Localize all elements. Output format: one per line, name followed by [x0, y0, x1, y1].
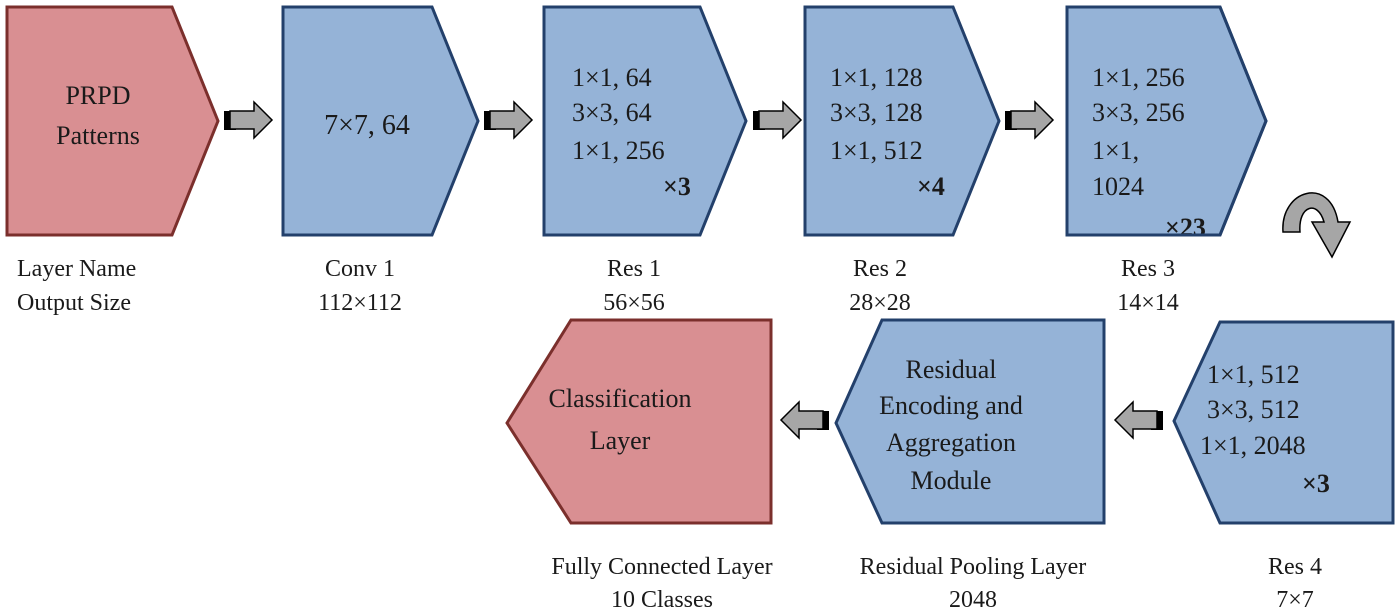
- res3-block-line1: 1×1, 256: [1092, 63, 1185, 92]
- fc-size: 10 Classes: [611, 587, 713, 613]
- res2-block: 1×1, 128 3×3, 128 1×1, 512 ×4: [803, 5, 1001, 237]
- res2-caption: Res 2 28×28: [849, 256, 911, 316]
- res2-block-line2: 3×3, 128: [830, 98, 923, 127]
- res1-block-line1: 1×1, 64: [572, 63, 652, 92]
- res3-caption: Res 3 14×14: [1117, 256, 1179, 316]
- res4-block-line2: 3×3, 512: [1207, 395, 1300, 424]
- conv1-caption: Conv 1 112×112: [318, 256, 402, 316]
- fc-caption: Fully Connected Layer 10 Classes: [551, 554, 772, 613]
- arrow-left-icon: [1113, 400, 1163, 440]
- classification-block-line1: Classification: [549, 384, 692, 413]
- classification-block-line2: Layer: [590, 426, 651, 455]
- conv1-size: 112×112: [318, 290, 402, 316]
- legend-layer-name: Layer Name: [17, 256, 136, 282]
- reem-block-line2: Encoding and: [879, 391, 1023, 420]
- input-block-line2: Patterns: [56, 121, 140, 150]
- pool-caption: Residual Pooling Layer 2048: [860, 554, 1087, 613]
- input-block: PRPD Patterns: [5, 5, 220, 237]
- res4-block-line3: 1×1, 2048: [1200, 431, 1306, 460]
- res3-block: 1×1, 256 3×3, 256 1×1, 1024 ×23: [1065, 5, 1268, 242]
- conv1-block: 7×7, 64: [281, 5, 480, 237]
- legend-output-size: Output Size: [17, 290, 131, 316]
- res1-name: Res 1: [607, 256, 661, 282]
- res3-size: 14×14: [1117, 290, 1179, 316]
- reem-block: Residual Encoding and Aggregation Module: [834, 318, 1106, 525]
- res3-block-repeat: ×23: [1165, 213, 1206, 242]
- res4-block: 1×1, 512 3×3, 512 1×1, 2048 ×3: [1172, 320, 1395, 525]
- classification-block: Classification Layer: [505, 318, 773, 525]
- res4-block-repeat: ×3: [1302, 469, 1330, 498]
- arrow-right-icon: [753, 100, 803, 140]
- res2-block-line1: 1×1, 128: [830, 63, 923, 92]
- input-block-line1: PRPD: [65, 81, 130, 110]
- res1-block-line2: 3×3, 64: [572, 98, 652, 127]
- res2-block-line3: 1×1, 512: [830, 136, 923, 165]
- res4-caption: Res 4 7×7: [1268, 554, 1322, 613]
- res2-block-repeat: ×4: [917, 172, 945, 201]
- res3-block-line3: 1×1,: [1092, 136, 1139, 165]
- arrow-right-icon: [484, 100, 534, 140]
- res1-caption: Res 1 56×56: [603, 256, 665, 316]
- reem-block-line1: Residual: [906, 355, 997, 384]
- legend-caption: Layer Name Output Size: [17, 256, 136, 316]
- res1-block-line3: 1×1, 256: [572, 136, 665, 165]
- conv1-block-line1: 7×7, 64: [324, 110, 410, 141]
- conv1-name: Conv 1: [325, 256, 395, 282]
- pool-name: Residual Pooling Layer: [860, 554, 1087, 580]
- fc-name: Fully Connected Layer: [551, 554, 772, 580]
- res1-block: 1×1, 64 3×3, 64 1×1, 256 ×3: [542, 5, 748, 237]
- res4-block-line1: 1×1, 512: [1207, 360, 1300, 389]
- reem-block-line4: Module: [911, 466, 992, 495]
- curved-arrow-icon: [1282, 192, 1352, 259]
- res3-block-line4: 1024: [1092, 172, 1144, 201]
- pool-size: 2048: [949, 587, 997, 613]
- res3-name: Res 3: [1121, 256, 1175, 282]
- arrow-right-icon: [224, 100, 274, 140]
- res4-name: Res 4: [1268, 554, 1322, 580]
- arrow-right-icon: [1005, 100, 1055, 140]
- res1-size: 56×56: [603, 290, 665, 316]
- reem-block-line3: Aggregation: [886, 428, 1016, 457]
- res2-size: 28×28: [849, 290, 911, 316]
- res3-block-line2: 3×3, 256: [1092, 98, 1185, 127]
- arrow-left-icon: [779, 400, 829, 440]
- res1-block-repeat: ×3: [663, 172, 691, 201]
- res4-size: 7×7: [1276, 587, 1314, 613]
- res2-name: Res 2: [853, 256, 907, 282]
